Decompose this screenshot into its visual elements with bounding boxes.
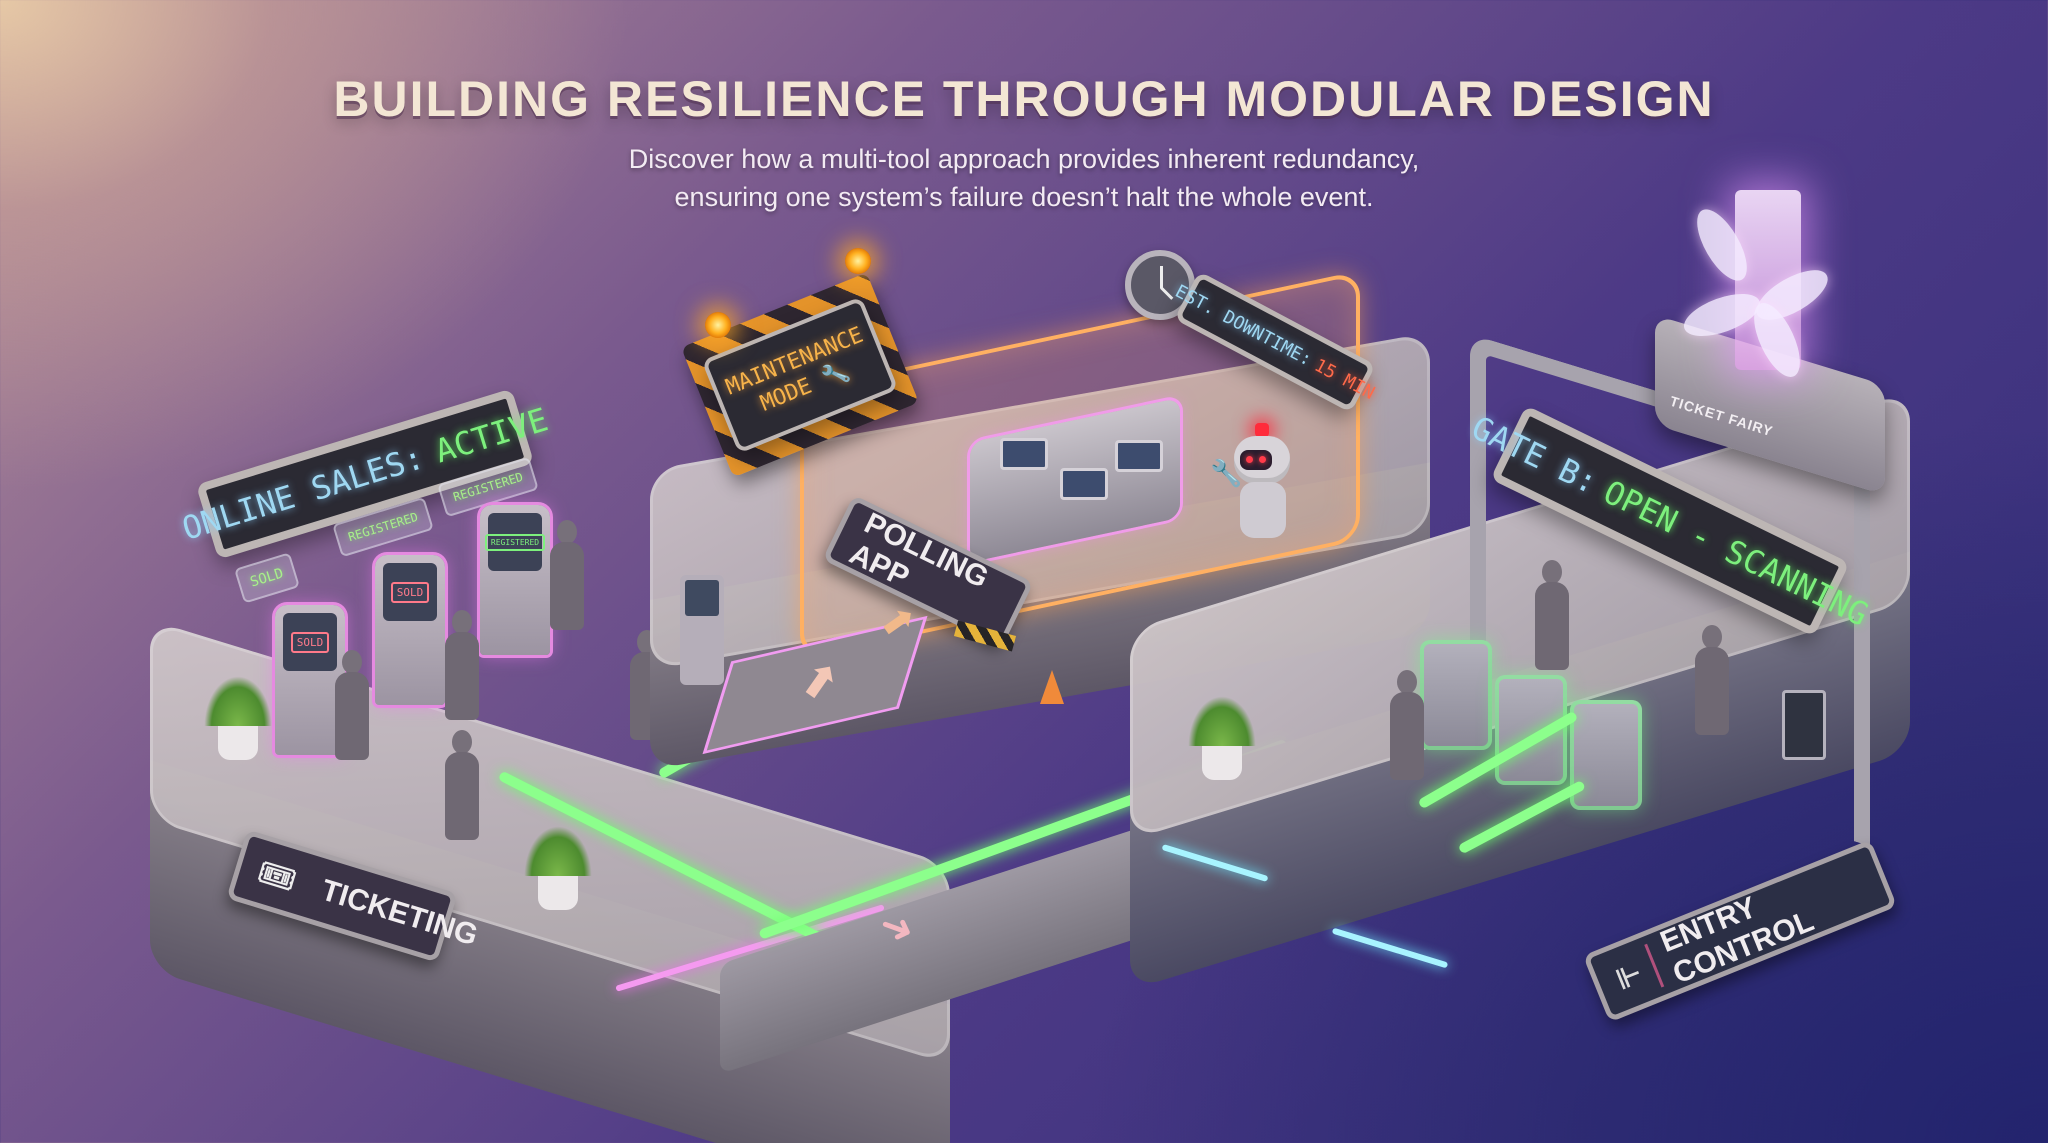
page-subtitle: Discover how a multi-tool approach provi… (0, 140, 2048, 216)
tablet-device[interactable] (1060, 468, 1108, 500)
attendee-figure (1695, 625, 1729, 735)
potted-plant (1188, 696, 1256, 780)
attendee-figure (1390, 670, 1424, 780)
kiosk-screen-status: REGISTERED (484, 533, 546, 551)
subtitle-line-1: Discover how a multi-tool approach provi… (628, 144, 1420, 174)
entry-control-label: ENTRY CONTROL (1655, 890, 1819, 991)
kiosk-screen-status: SOLD (290, 631, 330, 653)
traffic-cone (1040, 670, 1064, 704)
ticket-kiosk-3[interactable]: REGISTERED (480, 505, 550, 655)
plate-divider (1644, 943, 1665, 988)
attendee-figure (445, 730, 479, 840)
robot-body (1240, 482, 1286, 538)
subtitle-line-2: ensuring one system’s failure doesn’t ha… (674, 182, 1374, 212)
entry-control-label-plate: ⊩ ENTRY CONTROL (1582, 839, 1898, 1023)
kiosk-screen-status: SOLD (390, 581, 430, 603)
glass-tag-sold: SOLD (233, 552, 300, 604)
warning-beacon-left (705, 312, 731, 338)
ticket-kiosk-2[interactable]: SOLD (375, 555, 445, 705)
turnstile-gate-3[interactable] (1570, 700, 1642, 810)
info-signboard (1782, 690, 1826, 760)
warning-beacon-right (845, 248, 871, 274)
tablet-device[interactable] (1000, 438, 1048, 470)
turnstile-gate-1[interactable] (1420, 640, 1492, 750)
online-sales-status: ACTIVE (430, 400, 553, 471)
attendee-figure (445, 610, 479, 720)
turnstile-icon: ⊩ (1611, 956, 1647, 995)
attendee-figure (1535, 560, 1569, 670)
potted-plant (524, 826, 592, 910)
tablet-device[interactable] (1115, 440, 1163, 472)
wrench-icon: 🔧 (1210, 458, 1243, 488)
ticket-icon: 🎟 (253, 854, 301, 898)
ticket-kiosk-1[interactable]: SOLD (275, 605, 345, 755)
robot-alert-light (1255, 423, 1269, 437)
entry-neon-strip (1331, 927, 1449, 969)
info-kiosk[interactable] (680, 575, 724, 685)
attendee-figure (335, 650, 369, 760)
robot-head (1234, 436, 1290, 484)
potted-plant (204, 676, 272, 760)
clock-icon (1125, 250, 1195, 320)
plate-divider (301, 863, 316, 908)
downtime-value: 15 MIN (1310, 354, 1379, 404)
attendee-figure (550, 520, 584, 630)
page-title: BUILDING RESILIENCE THROUGH MODULAR DESI… (333, 71, 1715, 127)
